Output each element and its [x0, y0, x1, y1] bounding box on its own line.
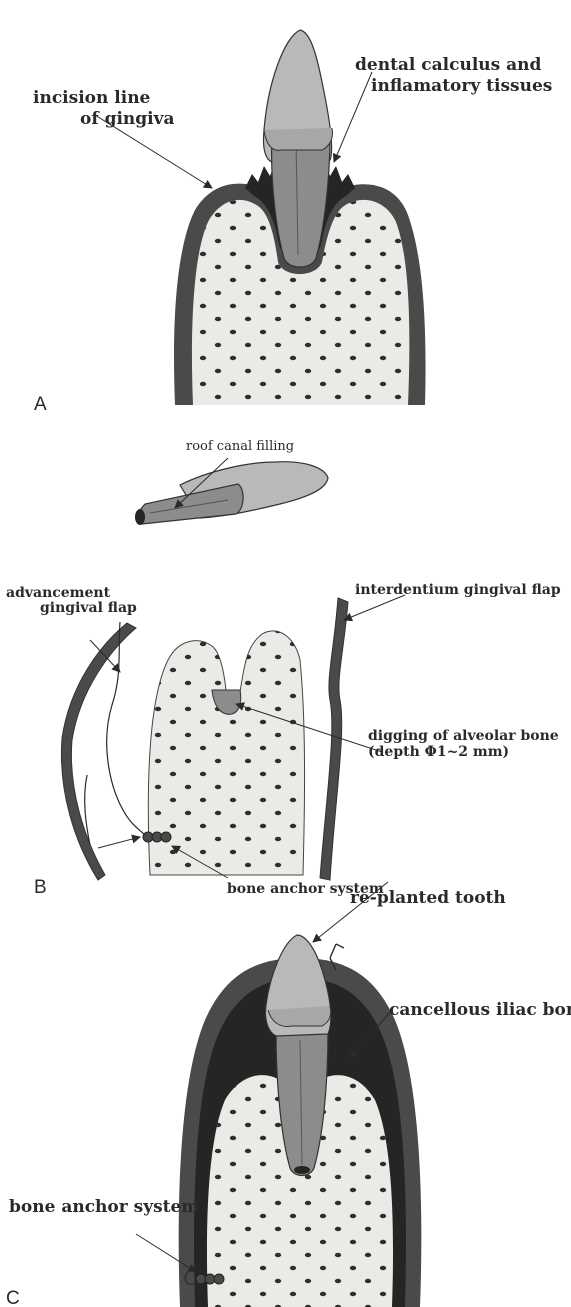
label-advancement-2: gingival flap: [40, 600, 137, 616]
label-incision-line-2: of gingiva: [80, 109, 175, 129]
panel-c: re-planted tooth cancellous iliac bone b…: [6, 882, 571, 1307]
label-bone-anchor-c: bone anchor system: [9, 1197, 199, 1217]
bone-anchor-b: [143, 832, 171, 842]
label-calculus-1: dental calculus and: [355, 55, 542, 75]
panel-a: incision line of gingiva dental calculus…: [33, 30, 552, 415]
bone-pores-b: [148, 631, 304, 875]
label-incision-line-1: incision line: [33, 88, 151, 108]
panel-b: roof canal filling advancement gingival …: [6, 439, 561, 898]
panel-letter-c: C: [6, 1288, 20, 1307]
label-digging-2: (depth Φ1~2 mm): [368, 744, 509, 760]
panel-letter-b: B: [34, 877, 47, 898]
suture-thread: [107, 622, 146, 836]
panel-letter-a: A: [34, 394, 47, 415]
leader-interdentium: [344, 595, 405, 620]
label-cancellous: cancellous iliac bone: [389, 1000, 571, 1020]
leader-calculus: [334, 72, 372, 162]
leader-anchor-b1: [98, 837, 140, 848]
label-replanted: re-planted tooth: [350, 888, 506, 908]
label-calculus-2: inflamatory tissues: [371, 76, 552, 96]
label-digging-1: digging of alveolar bone: [368, 728, 559, 744]
label-root-canal: roof canal filling: [186, 439, 294, 454]
label-interdentium: interdentium gingival flap: [355, 582, 561, 598]
label-advancement-1: advancement: [6, 585, 111, 601]
